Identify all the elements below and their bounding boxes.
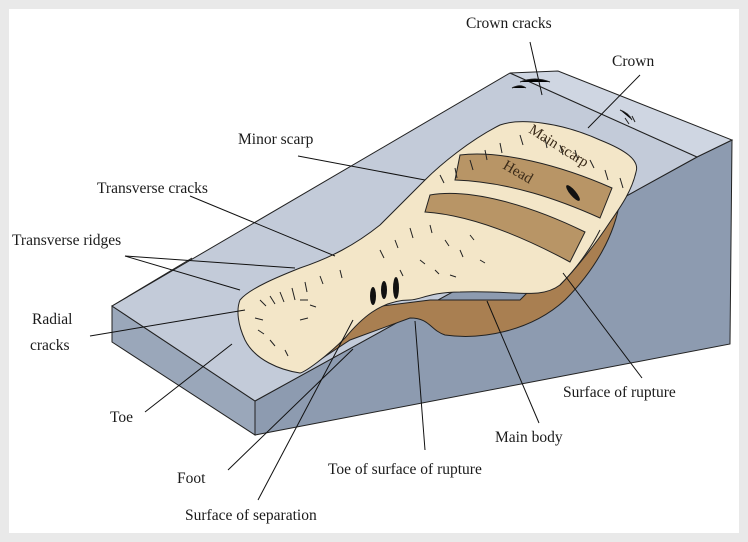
- label-cracks: cracks: [30, 337, 70, 354]
- label-crown: Crown: [612, 53, 655, 70]
- minor-scarp-band: [424, 192, 586, 263]
- label-transverse-ridges: Transverse ridges: [12, 232, 122, 249]
- label-minor-scarp: Minor scarp: [238, 131, 314, 148]
- label-crown-cracks: Crown cracks: [466, 15, 552, 32]
- cracks: [254, 78, 636, 357]
- label-toe-of-surface-of-rupture: Toe of surface of rupture: [328, 461, 482, 478]
- label-toe: Toe: [110, 409, 134, 426]
- label-foot: Foot: [177, 470, 206, 487]
- label-radial: Radial: [32, 311, 73, 328]
- label-main-body: Main body: [495, 429, 563, 446]
- leader-lines: [89, 41, 643, 501]
- trees: [370, 185, 580, 305]
- head-block: [454, 153, 613, 219]
- label-surface-of-rupture: Surface of rupture: [563, 384, 676, 401]
- label-transverse-cracks: Transverse cracks: [97, 180, 208, 197]
- upper-bench: [509, 70, 734, 158]
- label-surface-of-separation: Surface of separation: [185, 507, 317, 524]
